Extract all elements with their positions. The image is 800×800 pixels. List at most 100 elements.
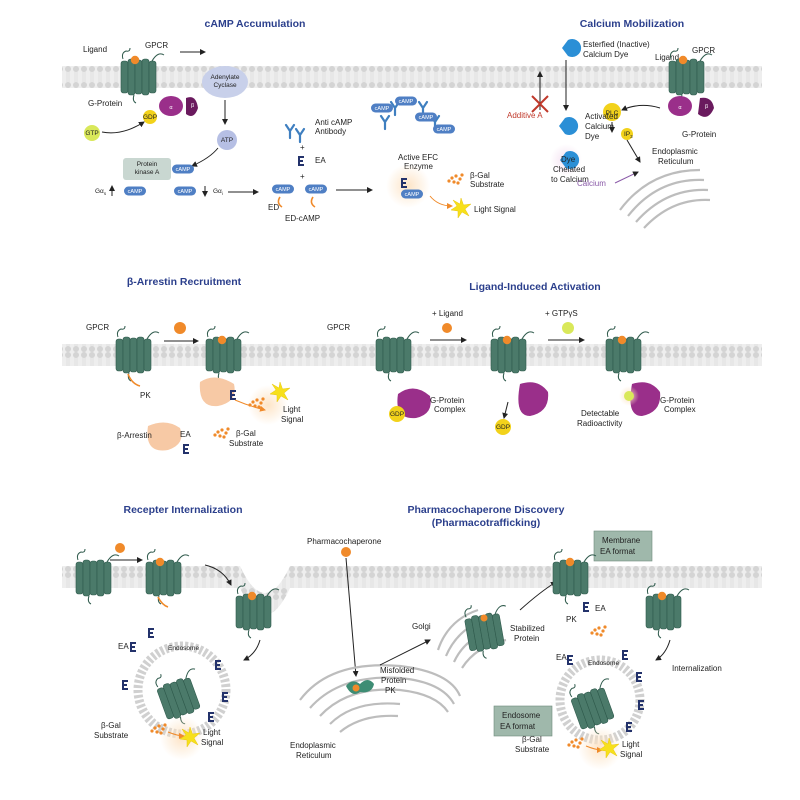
svg-text:cAMP: cAMP (375, 106, 390, 112)
svg-text:Reticulum: Reticulum (658, 157, 694, 166)
svg-text:Calcium: Calcium (585, 122, 614, 131)
esterified-dye-icon (562, 39, 582, 57)
panel-pharmaco: Pharmacochaperone Discovery (Pharmacotra… (290, 504, 722, 770)
svg-text:cAMP: cAMP (128, 189, 143, 195)
panel-internalization-title: Recepter Internalization (123, 504, 242, 516)
svg-text:Calcium: Calcium (577, 179, 606, 188)
svg-text:EA format: EA format (500, 722, 536, 731)
ea-icon (298, 156, 304, 166)
svg-text:Radioactivity: Radioactivity (577, 419, 622, 428)
svg-text:cAMP: cAMP (437, 127, 452, 133)
svg-text:Chelated: Chelated (553, 165, 585, 174)
svg-text:Cyclase: Cyclase (213, 82, 237, 89)
svg-text:kinase A: kinase A (135, 169, 160, 176)
svg-text:Dye: Dye (585, 132, 600, 141)
svg-text:cAMP: cAMP (176, 167, 191, 173)
pka-box (123, 158, 171, 180)
g-ai-label: Gαi (213, 188, 223, 196)
svg-text:Detectable: Detectable (581, 409, 620, 418)
svg-text:Antibody: Antibody (315, 127, 346, 136)
membrane-ea-format-box (593, 530, 653, 562)
g-protein: α β GDP (143, 96, 198, 124)
gtp-ball (84, 125, 100, 141)
svg-text:GDP: GDP (496, 424, 510, 431)
panel-internalization: Recepter Internalization Endosome EA Lig… (62, 504, 762, 760)
svg-text:Signal: Signal (201, 738, 223, 747)
svg-text:EA format: EA format (600, 547, 636, 556)
svg-text:Substrate: Substrate (229, 439, 264, 448)
g-protein-label: G-Protein (88, 99, 122, 108)
svg-text:Substrate: Substrate (515, 745, 550, 754)
svg-text:Endosome: Endosome (168, 645, 199, 652)
panel-calcium: Calcium Mobilization Esterfied (Inactive… (507, 18, 716, 229)
membrane-top (62, 66, 762, 88)
gdp-ball (143, 110, 157, 124)
svg-text:G-Protein: G-Protein (682, 130, 716, 139)
svg-text:GDP: GDP (143, 114, 157, 121)
svg-text:ATP: ATP (221, 137, 233, 144)
g-beta (186, 97, 198, 116)
svg-text:β: β (705, 104, 708, 110)
svg-text:GTP: GTP (85, 130, 98, 137)
gpcr-label: GPCR (145, 41, 168, 50)
svg-text:G-Protein: G-Protein (660, 396, 694, 405)
anti-camp-antibody (284, 123, 306, 144)
svg-text:β: β (191, 103, 194, 109)
svg-text:PK: PK (140, 391, 151, 400)
svg-text:to Calcium: to Calcium (551, 175, 589, 184)
svg-text:cAMP: cAMP (419, 115, 434, 121)
svg-text:Substrate: Substrate (94, 731, 129, 740)
svg-text:Complex: Complex (434, 405, 466, 414)
panel-pharmaco-title-1: Pharmacochaperone Discovery (408, 504, 565, 516)
svg-text:Ligand: Ligand (655, 53, 679, 62)
endosome-ea-format-box (493, 705, 553, 737)
svg-text:GPCR: GPCR (692, 46, 715, 55)
svg-text:β-Gal: β-Gal (522, 735, 542, 744)
light-burst (450, 197, 472, 219)
stabilized-protein (461, 598, 515, 662)
endosome-left (133, 641, 231, 739)
panel-ligand-activation: Ligand-Induced Activation GPCR GDP G-Pro… (327, 281, 696, 435)
svg-text:GPCR: GPCR (327, 323, 350, 332)
panel-pharmaco-title-2: (Pharmacotrafficking) (432, 517, 541, 529)
blocked-x (531, 95, 549, 113)
ed-label: ED (268, 203, 279, 212)
atp-ball (217, 130, 237, 150)
g-alpha (159, 96, 183, 116)
svg-text:Endosome: Endosome (588, 660, 619, 667)
svg-text:α: α (678, 105, 682, 111)
svg-text:Calcium Dye: Calcium Dye (583, 50, 629, 59)
ligand-label: Ligand (83, 45, 107, 54)
svg-text:PLC: PLC (606, 110, 619, 117)
svg-text:Membrane: Membrane (602, 536, 641, 545)
chelated-dye-icon (560, 151, 580, 170)
panel-arrestin: β-Arrestin Recruitment GPCR PK Light Sig… (62, 276, 762, 454)
svg-text:Light: Light (283, 405, 301, 414)
svg-text:Adenylate: Adenylate (211, 74, 240, 81)
svg-text:PK: PK (566, 615, 577, 624)
svg-text:cAMP: cAMP (405, 192, 420, 198)
pharmaco-gpcr-internalizing (645, 582, 690, 639)
svg-text:β-Arrestin: β-Arrestin (117, 431, 152, 440)
svg-text:EA: EA (180, 430, 191, 439)
svg-text:GDP: GDP (390, 411, 404, 418)
svg-text:Light: Light (622, 740, 640, 749)
ed-camp-label: ED-cAMP (285, 214, 320, 223)
svg-text:Stabilized: Stabilized (510, 624, 545, 633)
svg-text:cAMP: cAMP (276, 187, 291, 193)
svg-text:+: + (300, 143, 305, 152)
calcium-er (619, 168, 711, 229)
svg-text:EA: EA (556, 653, 567, 662)
efc-glow (386, 164, 430, 208)
svg-text:PK: PK (385, 686, 396, 695)
svg-text:Light Signal: Light Signal (474, 205, 516, 214)
panel-calcium-title: Calcium Mobilization (580, 18, 684, 30)
svg-text:Reticulum: Reticulum (296, 751, 332, 760)
ip3-ball (621, 128, 633, 140)
svg-text:Complex: Complex (664, 405, 696, 414)
svg-text:cAMP: cAMP (178, 189, 193, 195)
svg-text:Pharmacochaperone: Pharmacochaperone (307, 537, 382, 546)
panel-arrestin-title: β-Arrestin Recruitment (127, 276, 242, 288)
svg-text:Substrate: Substrate (470, 180, 505, 189)
